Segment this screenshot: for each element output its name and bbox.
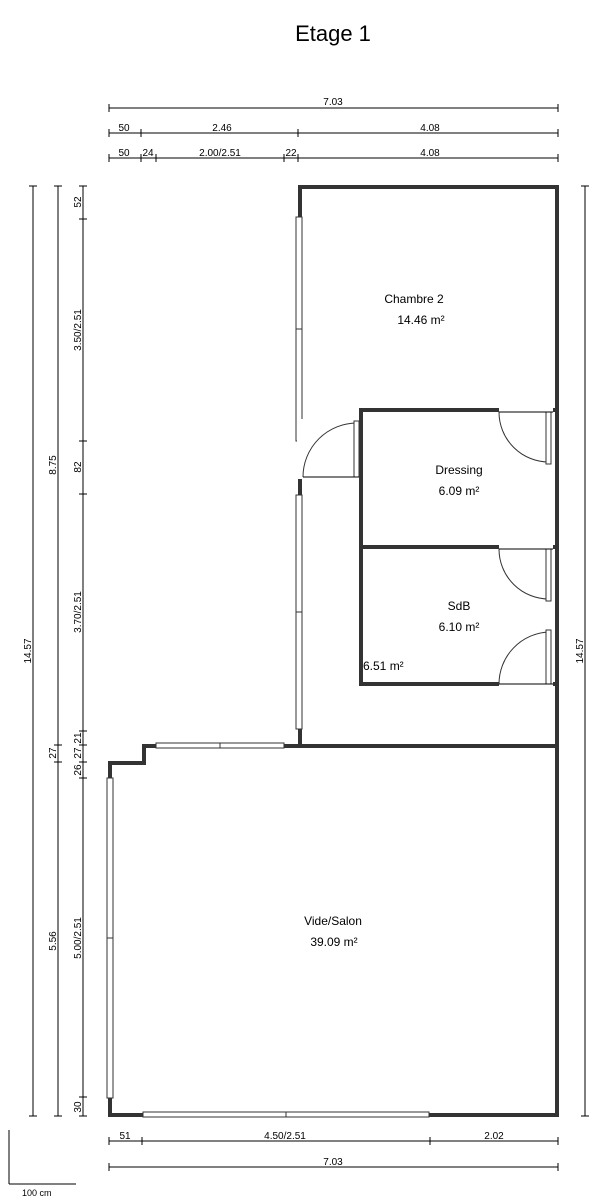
window <box>285 1111 430 1118</box>
door-opening <box>499 544 553 551</box>
window <box>295 216 303 330</box>
dim-left-inner: 82 <box>73 461 84 473</box>
dimension-top: 7.03 50 2.46 4.08 50 24 2.00/2.51 22 4.0… <box>108 97 559 162</box>
scale-label: 100 cm <box>22 1188 52 1198</box>
door-leaf <box>545 548 552 602</box>
room-area-chambre2: 14.46 m² <box>397 313 444 327</box>
window <box>295 494 303 613</box>
dim-top-row3: 50 <box>118 148 130 159</box>
door-swing-arc <box>498 548 550 600</box>
dimension-left: 14.57 8.75 27 5.56 52 3.50/2.51 82 3.70/… <box>23 185 87 1117</box>
dim-top-row3: 2.00/2.51 <box>199 148 241 159</box>
plan-title: Etage 1 <box>295 21 371 46</box>
scale-bar: 100 cm <box>8 1130 76 1198</box>
room-area-sdb: 6.10 m² <box>439 620 480 634</box>
dim-bottom-row1: 2.02 <box>484 1131 504 1142</box>
dimension-bottom: 51 4.50/2.51 2.02 7.03 <box>108 1131 559 1171</box>
doors <box>297 407 553 687</box>
dim-left-total: 14.57 <box>23 638 34 663</box>
dim-bottom-row1: 4.50/2.51 <box>264 1131 306 1142</box>
door-leaf <box>353 420 360 478</box>
room-name-dressing: Dressing <box>435 463 482 477</box>
wall-dressing <box>359 408 559 549</box>
dim-left-mid: 5.56 <box>48 931 59 951</box>
dim-bottom-row1: 51 <box>119 1131 131 1142</box>
room-labels: Chambre 2 14.46 m² Dressing 6.09 m² SdB … <box>304 292 483 949</box>
dim-top-row2: 2.46 <box>212 123 232 134</box>
dim-left-mid: 27 <box>48 747 59 759</box>
window <box>219 742 285 749</box>
window <box>295 611 303 730</box>
door-opening <box>297 419 304 479</box>
dim-top-row3: 4.08 <box>420 148 440 159</box>
wall-sdb <box>359 545 559 686</box>
window <box>142 1111 287 1118</box>
dim-top-row3: 24 <box>142 148 154 159</box>
dim-left-inner: 3.70/2.51 <box>73 591 84 633</box>
dim-left-mid: 8.75 <box>48 455 59 475</box>
dim-top-row3: 22 <box>285 148 297 159</box>
dim-top-row2: 50 <box>118 123 130 134</box>
windows <box>106 216 430 1118</box>
dim-left-inner: 5.00/2.51 <box>73 917 84 959</box>
dim-left-inner: 3.50/2.51 <box>73 309 84 351</box>
room-name-chambre2: Chambre 2 <box>384 292 444 306</box>
door-swing-arc <box>498 411 550 463</box>
room-area-palier: 6.51 m² <box>363 659 404 673</box>
window <box>106 937 114 1099</box>
door-leaf <box>545 629 552 685</box>
door-opening <box>499 407 553 414</box>
door-leaf <box>545 411 552 465</box>
walls <box>108 185 559 1117</box>
dimension-right: 14.57 <box>575 185 589 1117</box>
dim-bottom-total: 7.03 <box>323 1157 343 1168</box>
dim-top-row2: 4.08 <box>420 123 440 134</box>
dim-right-total: 14.57 <box>575 638 586 663</box>
window <box>106 777 114 939</box>
dim-left-inner: 52 <box>73 196 84 208</box>
dim-left-inner: 27 <box>73 747 84 759</box>
exterior-wall <box>108 185 559 1117</box>
window <box>155 742 221 749</box>
room-name-salon: Vide/Salon <box>304 914 362 928</box>
door-swing-arc <box>498 631 550 685</box>
room-area-salon: 39.09 m² <box>310 935 357 949</box>
dim-top-total: 7.03 <box>323 97 343 108</box>
room-area-dressing: 6.09 m² <box>439 484 480 498</box>
room-name-sdb: SdB <box>448 599 471 613</box>
dim-left-inner: 21 <box>73 732 84 744</box>
dim-left-inner: 26 <box>73 764 84 776</box>
door-swing-arc <box>302 422 358 478</box>
dim-left-inner: 30 <box>73 1101 84 1113</box>
